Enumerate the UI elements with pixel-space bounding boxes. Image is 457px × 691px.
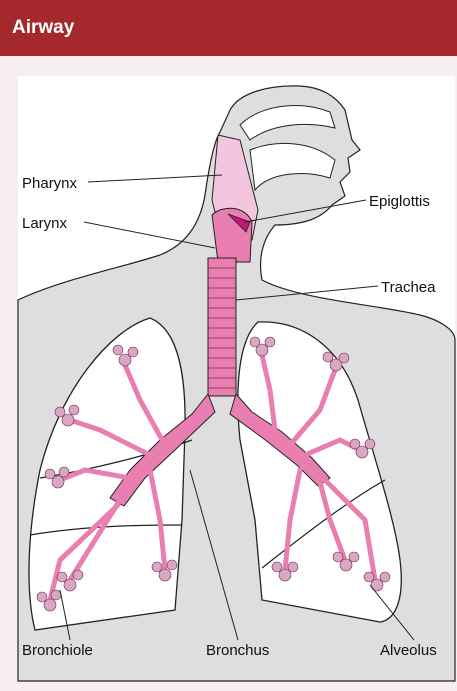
label-trachea: Trachea xyxy=(381,279,436,296)
label-pharynx: Pharynx xyxy=(22,175,78,192)
label-bronchus: Bronchus xyxy=(206,642,269,659)
label-bronchiole: Bronchiole xyxy=(22,642,93,659)
label-alveolus: Alveolus xyxy=(380,642,437,659)
trachea-tube xyxy=(208,258,236,396)
label-epiglottis: Epiglottis xyxy=(369,193,430,210)
label-larynx: Larynx xyxy=(22,215,68,232)
